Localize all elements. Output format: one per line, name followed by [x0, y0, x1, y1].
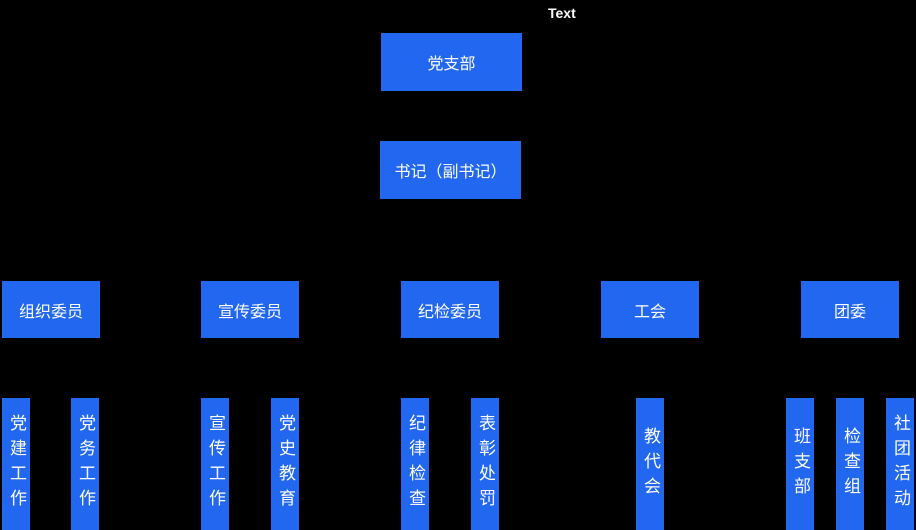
leaf-party-building-work: 党建工作	[2, 398, 30, 530]
node-secretary: 书记（副书记）	[380, 141, 521, 199]
node-organization-committee: 组织委员	[2, 281, 100, 338]
node-party-branch: 党支部	[381, 33, 522, 91]
node-youth-league: 团委	[801, 281, 899, 338]
stray-text-label: Text	[548, 5, 576, 21]
leaf-club-activities: 社团活动	[886, 398, 914, 530]
leaf-discipline-inspection: 纪律检查	[401, 398, 429, 530]
leaf-commendation-punishment: 表彰处罚	[471, 398, 499, 530]
node-labor-union: 工会	[601, 281, 699, 338]
leaf-class-branch: 班支部	[786, 398, 814, 530]
node-discipline-committee: 纪检委员	[401, 281, 499, 338]
leaf-party-affairs-work: 党务工作	[71, 398, 99, 530]
leaf-inspection-team: 检查组	[836, 398, 864, 530]
leaf-staff-congress: 教代会	[636, 398, 664, 530]
leaf-publicity-work: 宣传工作	[201, 398, 229, 530]
leaf-party-history-education: 党史教育	[271, 398, 299, 530]
node-publicity-committee: 宣传委员	[201, 281, 299, 338]
